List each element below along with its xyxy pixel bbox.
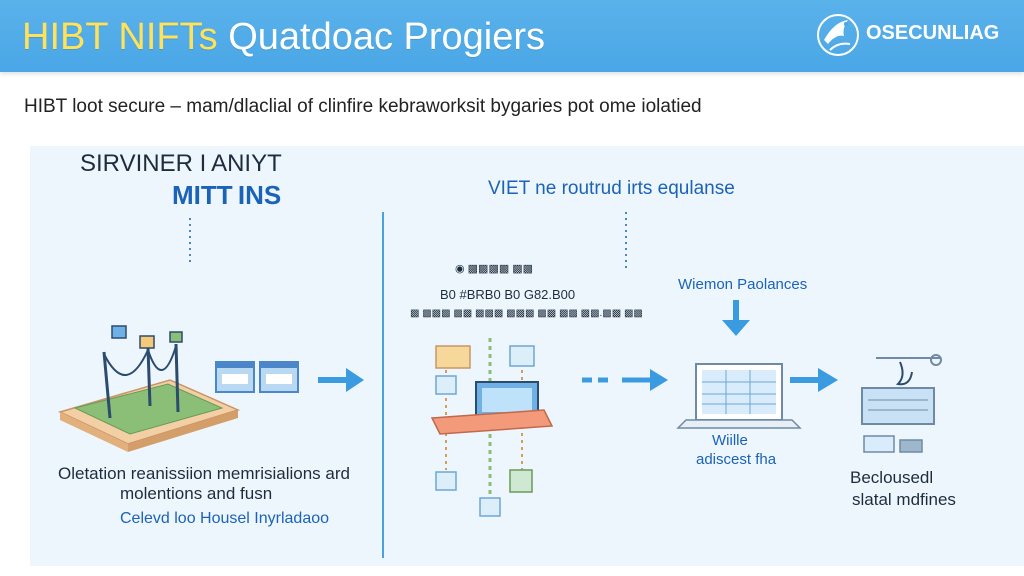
middle-info-line3: ▩ ▩▩▩ ▩▩ ▩▩▩ ▩▩▩ ▩▩ ▩▩ ▩▩.▩▩ ▩▩	[410, 308, 643, 319]
arrow-down-icon	[722, 300, 750, 336]
title-accent: HIBT NIFTs	[22, 16, 218, 58]
monitor-caption-line1: Wiille	[712, 432, 748, 449]
secure-device-icon	[861, 354, 942, 453]
right-top-label: Wiemon Paolances	[678, 276, 808, 293]
window-icon-2	[259, 361, 299, 393]
device-caption-line1: Beclousedl	[850, 468, 934, 487]
window-icon-1	[215, 361, 255, 393]
left-heading-line1: SIRVINER I ANIYT	[80, 150, 282, 177]
left-caption-line3: Celevd loo Housel Inyrladaoo	[120, 510, 330, 527]
logo-text: OSECUNLIAG	[866, 22, 1000, 44]
middle-heading: VIET ne routrud irts equlanse	[488, 178, 735, 199]
title-rest: Quatdoac Progiers	[217, 16, 546, 58]
left-heading-line2: MITT INS	[172, 180, 282, 210]
left-caption-line1: Oletation reanissiion memrisialions ard	[58, 464, 350, 483]
monitor-caption-line2: adiscest fha	[696, 451, 777, 468]
network-platform-icon	[57, 325, 241, 452]
bird-logo-icon	[817, 14, 859, 56]
arrow-right-icon-3	[622, 369, 668, 391]
header-bar: HIBT NIFTs Quatdoac Progiers OSECUNLIAG	[0, 0, 1024, 72]
subtitle: HIBT loot secure – mam/dlaclial of clinf…	[24, 96, 702, 117]
section-divider	[382, 212, 384, 558]
monitor-icon	[676, 363, 802, 429]
device-caption-line2: slatal mdfines	[852, 490, 956, 509]
page-title: HIBT NIFTs Quatdoac Progiers	[22, 14, 545, 60]
middle-info-line2: B0 #BRB0 B0 G82.B00	[440, 287, 576, 302]
middle-info-line1: ◉ ▩▩▩▩ ▩▩	[455, 263, 534, 275]
arrow-right-icon-1	[318, 368, 364, 392]
arrow-right-icon-4	[790, 368, 838, 392]
left-caption-line2: molentions and fusn	[120, 484, 273, 503]
laptop-hub-icon	[430, 338, 554, 517]
